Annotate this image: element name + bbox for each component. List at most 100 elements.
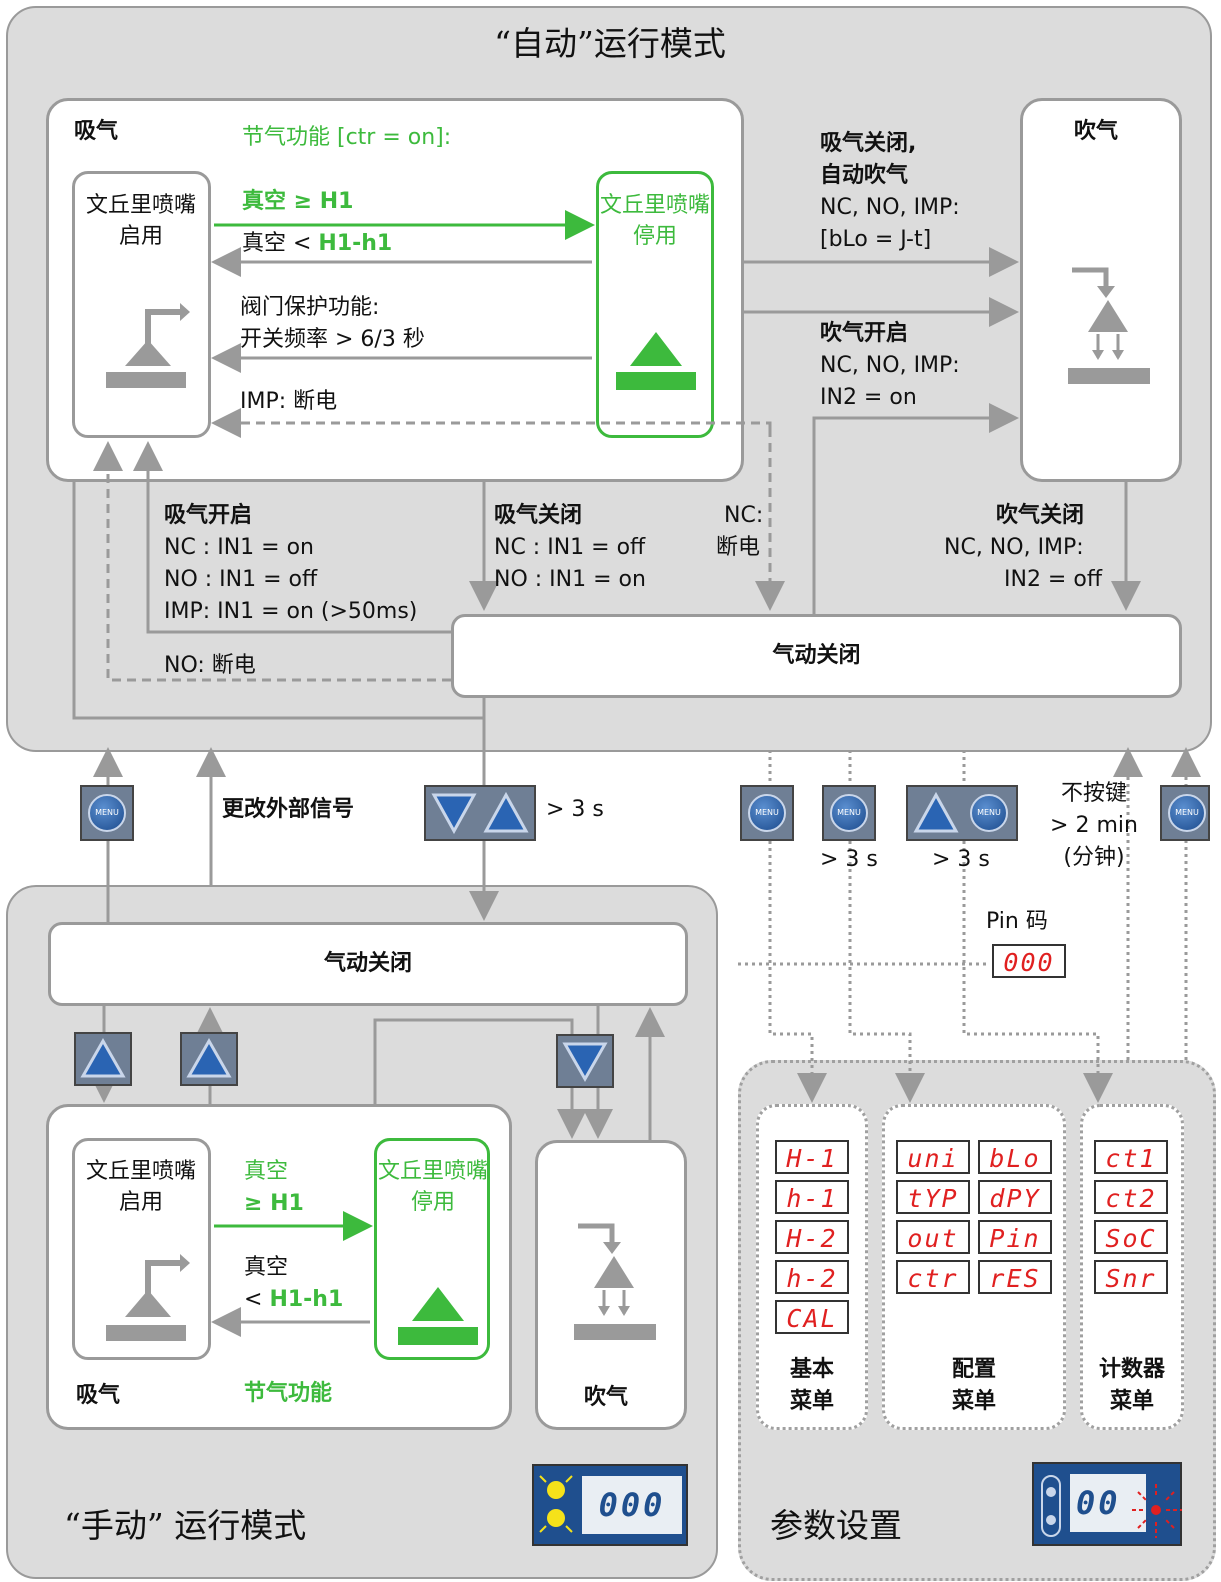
param-display: 00 bbox=[1032, 1462, 1182, 1546]
manual-venturi-off-label: 文丘里喷嘴停用 bbox=[378, 1156, 488, 1218]
no-key-3: (分钟) bbox=[1040, 842, 1148, 873]
config-code-left-1: tYP bbox=[896, 1180, 970, 1214]
up-button-2[interactable] bbox=[180, 1032, 238, 1086]
auto-venturi-on-label: 文丘里喷嘴启用 bbox=[84, 190, 198, 252]
auto-suck-off-auto-4: [bLo = J-t] bbox=[820, 224, 931, 255]
auto-suck-off-3: NO : IN1 = on bbox=[494, 564, 646, 595]
menu-icon: MENU bbox=[748, 794, 786, 832]
led-indicator-icon bbox=[1038, 1466, 1068, 1546]
config-menu-label-2: 菜单 bbox=[882, 1386, 1066, 1417]
manual-vac-ge-h1: H1 bbox=[270, 1191, 304, 1216]
auto-valve-prot-2: 开关频率 > 6/3 秒 bbox=[240, 324, 425, 355]
no-key-2: > 2 min bbox=[1040, 810, 1148, 841]
basic-menu-label-1: 基本 bbox=[756, 1354, 868, 1385]
auto-suck-on-3: NO : IN1 = off bbox=[164, 564, 317, 595]
menu-icon: MENU bbox=[88, 794, 126, 832]
down-up-icon bbox=[426, 787, 534, 839]
auto-suck-on-4: IMP: IN1 = on (>50ms) bbox=[164, 596, 417, 627]
auto-blow-off-1: 吹气关闭 bbox=[996, 500, 1084, 531]
config-code-left-2: out bbox=[896, 1220, 970, 1254]
auto-no-power-off: NO: 断电 bbox=[164, 650, 256, 681]
auto-nc-power-2: 断电 bbox=[716, 532, 760, 563]
auto-vac-lt-text: 真空 < bbox=[242, 231, 318, 256]
auto-blow-label: 吹气 bbox=[1074, 116, 1118, 147]
up-button-1[interactable] bbox=[74, 1032, 132, 1086]
auto-imp-power-off: IMP: 断电 bbox=[240, 386, 337, 417]
counter-menu-label-2: 菜单 bbox=[1080, 1386, 1184, 1417]
auto-blow-on-1: 吹气开启 bbox=[820, 318, 908, 349]
basic-code-0: H-1 bbox=[775, 1140, 849, 1174]
manual-blow-icon bbox=[570, 1218, 660, 1344]
auto-suck-on-2: NC : IN1 = on bbox=[164, 532, 314, 563]
auto-blow-icon bbox=[1064, 262, 1154, 390]
counter-code-3: Snr bbox=[1094, 1260, 1168, 1294]
gt3s-b: > 3 s bbox=[820, 844, 878, 875]
menu-button-1[interactable]: MENU bbox=[80, 785, 134, 841]
auto-blow-off-2: NC, NO, IMP: bbox=[944, 532, 1084, 563]
down-up-button[interactable] bbox=[424, 785, 536, 841]
manual-vac-ge-2: ≥ H1 bbox=[244, 1188, 304, 1219]
config-code-right-2: Pin bbox=[978, 1220, 1052, 1254]
auto-venturi-off-label: 文丘里喷嘴停用 bbox=[600, 190, 710, 252]
config-code-right-0: bLo bbox=[978, 1140, 1052, 1174]
menu-button-3[interactable]: MENU bbox=[822, 785, 876, 841]
no-key-1: 不按键 bbox=[1040, 778, 1148, 809]
gt3s-a: > 3 s bbox=[546, 794, 604, 825]
auto-vac-ge-text: 真空 ≥ bbox=[242, 189, 320, 214]
auto-suck-on-1: 吸气开启 bbox=[164, 500, 252, 531]
config-code-right-3: rES bbox=[978, 1260, 1052, 1294]
auto-eco-title: 节气功能 [ctr = on]: bbox=[242, 122, 451, 153]
basic-code-4: CAL bbox=[775, 1300, 849, 1334]
manual-vac-lt-2: < H1-h1 bbox=[244, 1284, 343, 1315]
manual-vac-lt-h1h1: H1-h1 bbox=[269, 1287, 343, 1312]
auto-suck-off-2: NC : IN1 = off bbox=[494, 532, 645, 563]
auto-suck-off-auto-1: 吸气关闭, bbox=[820, 128, 916, 159]
manual-venturi-on-icon bbox=[100, 1245, 190, 1345]
menu-icon: MENU bbox=[1168, 794, 1206, 832]
auto-blow-on-2: NC, NO, IMP: bbox=[820, 350, 960, 381]
manual-vac-lt-sym: < bbox=[244, 1287, 269, 1312]
counter-menu-label-1: 计数器 bbox=[1080, 1354, 1184, 1385]
manual-vac-ge-sym: ≥ bbox=[244, 1191, 270, 1216]
auto-suck-off-auto-3: NC, NO, IMP: bbox=[820, 192, 960, 223]
counter-code-1: ct2 bbox=[1094, 1180, 1168, 1214]
manual-pneumatic-off-label: 气动关闭 bbox=[48, 948, 688, 979]
manual-eco-label: 节气功能 bbox=[244, 1378, 332, 1409]
basic-code-3: h-2 bbox=[775, 1260, 849, 1294]
down-button[interactable] bbox=[556, 1034, 614, 1088]
menu-icon: MENU bbox=[970, 794, 1008, 832]
manual-blow-label: 吹气 bbox=[584, 1382, 628, 1413]
auto-vac-ge-h1: H1 bbox=[320, 189, 354, 214]
up-icon bbox=[182, 1034, 236, 1084]
auto-vac-lt-h1h1: H1-h1 bbox=[318, 231, 392, 256]
manual-venturi-on-label: 文丘里喷嘴启用 bbox=[84, 1156, 198, 1218]
counter-code-2: SoC bbox=[1094, 1220, 1168, 1254]
up-icon bbox=[908, 787, 968, 839]
blink-digit-icon bbox=[1126, 1464, 1186, 1548]
auto-pneumatic-off-label: 气动关闭 bbox=[451, 640, 1182, 671]
auto-vac-lt: 真空 < H1-h1 bbox=[242, 228, 392, 259]
menu-button-4[interactable]: MENU bbox=[1160, 785, 1210, 841]
config-code-left-0: uni bbox=[896, 1140, 970, 1174]
manual-vac-ge-1: 真空 bbox=[244, 1156, 288, 1187]
pin-label: Pin 码 bbox=[986, 906, 1048, 937]
auto-mode-title: “自动”运行模式 bbox=[400, 28, 820, 59]
basic-code-2: H-2 bbox=[775, 1220, 849, 1254]
auto-suck-off-1: 吸气关闭 bbox=[494, 500, 582, 531]
menu-button-2[interactable]: MENU bbox=[740, 785, 794, 841]
manual-venturi-off-icon bbox=[396, 1285, 480, 1347]
down-icon bbox=[558, 1036, 612, 1086]
auto-blow-off-3: IN2 = off bbox=[1004, 564, 1102, 595]
auto-vac-ge: 真空 ≥ H1 bbox=[242, 186, 354, 217]
up-icon bbox=[76, 1034, 130, 1084]
auto-nc-power-1: NC: bbox=[724, 500, 763, 531]
auto-suck-off-auto-2: 自动吹气 bbox=[820, 160, 908, 191]
change-ext-signal: 更改外部信号 bbox=[222, 794, 354, 825]
manual-suction-label: 吸气 bbox=[76, 1380, 120, 1411]
basic-menu-label-2: 菜单 bbox=[756, 1386, 868, 1417]
auto-venturi-on-icon bbox=[100, 290, 190, 395]
up-menu-button[interactable]: MENU bbox=[906, 785, 1018, 841]
auto-blow-on-3: IN2 = on bbox=[820, 382, 917, 413]
manual-display: 000 bbox=[532, 1464, 688, 1546]
pin-display: 000 bbox=[992, 944, 1066, 978]
